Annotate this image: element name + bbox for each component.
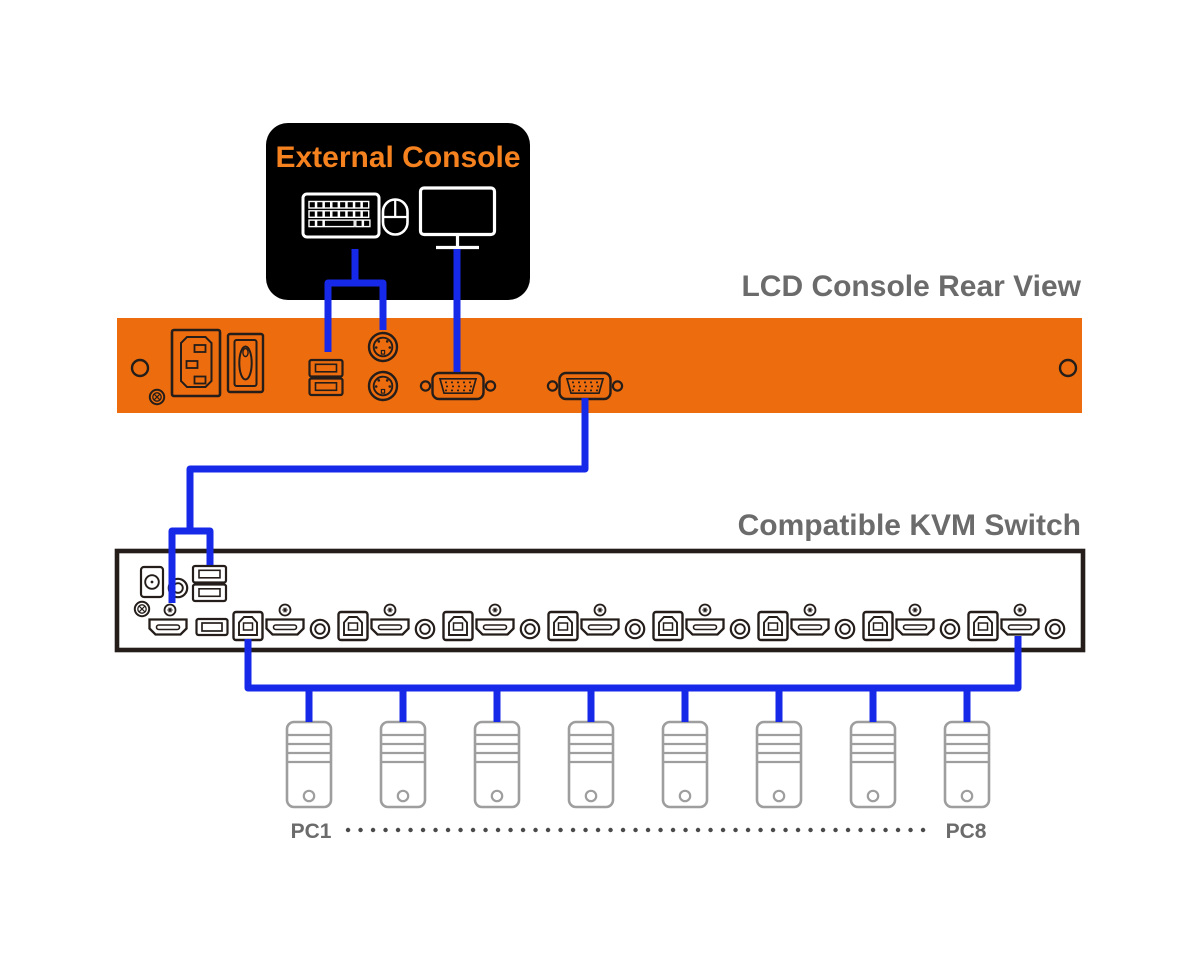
pc8-label: PC8 (946, 820, 987, 843)
pc-drop-cables (305, 688, 971, 722)
monitor-icon (418, 186, 497, 250)
cables (168, 249, 1022, 722)
lcd-console-label: LCD Console Rear View (741, 270, 1081, 303)
mouse-icon (381, 198, 409, 236)
external-console-title: External Console (275, 141, 520, 174)
lcd-to-kvm-cable (186, 398, 589, 530)
pc-tower-7-icon (849, 720, 897, 809)
lcd-console-rear-panel (117, 318, 1082, 413)
screw-hole-right-icon (1058, 358, 1078, 378)
pc-tower-5-icon (661, 720, 709, 809)
pc-tower-2-icon (379, 720, 427, 809)
power-switch-icon (226, 332, 265, 394)
pc-tower-3-icon (473, 720, 521, 809)
keyboard-icon (301, 192, 381, 239)
pc-tower-8-icon (943, 720, 991, 809)
kvm-console-split-cable (168, 527, 214, 603)
console-usb-ps2-cable (324, 279, 387, 352)
pc-tower-1-icon (285, 720, 333, 809)
kvm-switch-label: Compatible KVM Switch (738, 509, 1081, 542)
external-console-box: External Console (266, 123, 530, 300)
screw-hole-left-icon (130, 358, 150, 378)
pc-group: PC1 PC8 (285, 720, 991, 843)
kvm-switch-panel (114, 548, 1086, 653)
power-inlet-icon (170, 328, 222, 398)
pc1-label: PC1 (291, 820, 332, 843)
pc-tower-6-icon (755, 720, 803, 809)
external-console-background (266, 123, 530, 300)
pc-tower-4-icon (567, 720, 615, 809)
kvm-pc-bus-cable (244, 636, 1022, 692)
lcd-console-panel-body (117, 318, 1082, 413)
